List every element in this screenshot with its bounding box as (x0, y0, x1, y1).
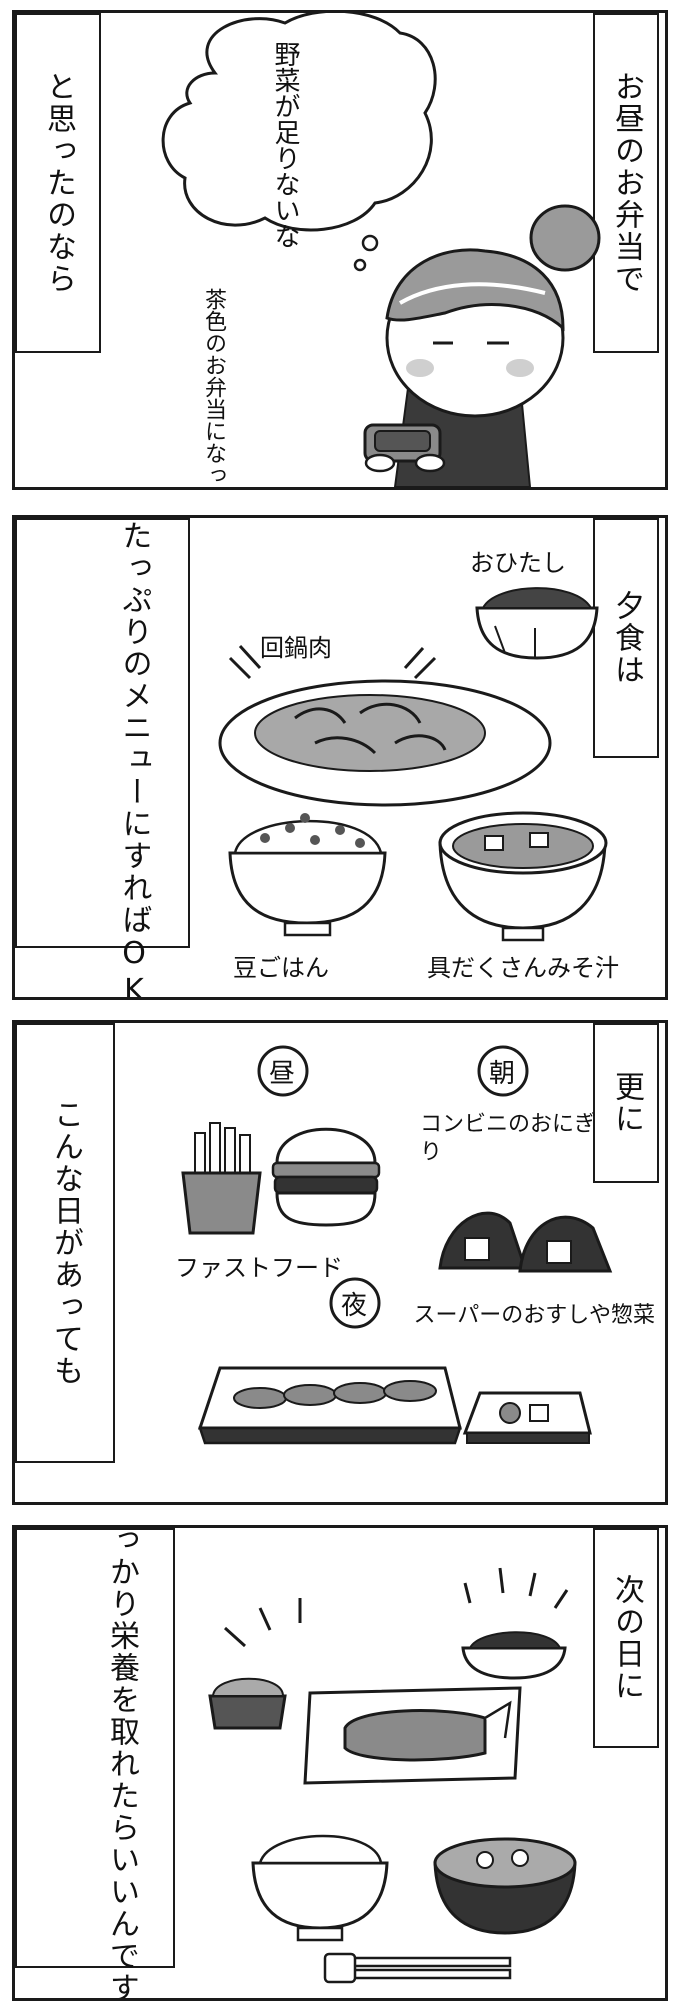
narration-box-left: と思ったのなら (15, 13, 101, 353)
fries-icon (181, 1122, 262, 1235)
hiru-circle (257, 1045, 309, 1097)
panel-1: お昼のお弁当で と思ったのなら (12, 10, 668, 490)
sozai-tray-icon (462, 1391, 592, 1444)
label-misoshiru: 具だくさんみそ汁 (427, 954, 619, 982)
narration-text: 更に (609, 1071, 644, 1135)
label-yoru: 夜 (341, 1291, 368, 1321)
narration-box-right: 更に (593, 1023, 659, 1183)
yoru-circle (329, 1277, 381, 1329)
narration-text: こんな日があっても (48, 1099, 83, 1387)
panel-3-art (181, 1045, 613, 1445)
narration-box-left: こんな日があっても (15, 1023, 115, 1463)
panel-4: 次の日に しっかり栄養を取れたらいいんです (12, 1525, 668, 2001)
sushi-tray-icon (197, 1366, 462, 1445)
narration-box-right: 夕食は (593, 518, 659, 758)
narration-text: お昼のお弁当で (609, 71, 644, 295)
narration-text: 次の日に (609, 1574, 644, 1702)
rice-bowl (251, 1861, 389, 1930)
side-dish-bowl (461, 1646, 567, 1680)
narration-text: 野菜たっぷりのメニューにすればOK (116, 515, 152, 1000)
label-fastfood: ファストフード (175, 1254, 343, 1282)
label-sushi: スーパーのおすしや惣菜 (413, 1303, 655, 1328)
chopsticks-icon (323, 1952, 512, 1984)
panel-4-art (208, 1567, 577, 1984)
narration-text: と思ったのなら (41, 71, 76, 295)
narration-box-left: しっかり栄養を取れたらいいんです (15, 1528, 175, 1998)
narration-text: しっかり栄養を取れたらいいんです (104, 1525, 139, 2001)
small-bowl (208, 1694, 287, 1730)
label-onigiri: コンビニのおにぎり (420, 1112, 597, 1165)
asa-circle (477, 1045, 529, 1097)
panel-1-art (161, 13, 601, 487)
label-hoikoro: 回鍋肉 (260, 634, 332, 662)
burger-icon (271, 1127, 381, 1227)
thought-bubble (161, 13, 437, 232)
narration-box-right: 次の日に (593, 1528, 659, 1748)
thought-text: 野菜が足りないな (270, 41, 300, 249)
label-asa: 朝 (489, 1059, 516, 1089)
label-hiru: 昼 (269, 1059, 296, 1089)
panel-2: 夕食は 野菜たっぷりのメニューにすればOK (12, 515, 668, 1000)
bento-note: 茶色のお弁当になってもうた (201, 288, 226, 490)
hair-bun (529, 204, 601, 272)
panel-2-art (218, 587, 608, 942)
panel-3: 更に こんな日があっても (12, 1020, 668, 1505)
ohitashi-bowl (475, 606, 599, 660)
onigiri-icon (438, 1211, 613, 1273)
narration-text: 夕食は (609, 590, 644, 686)
label-mamegohan: 豆ごはん (233, 954, 329, 982)
narration-box-right: お昼のお弁当で (593, 13, 659, 353)
narration-box-left: 野菜たっぷりのメニューにすればOK (15, 518, 190, 997)
label-ohitashi: おひたし (470, 549, 566, 577)
mamegohan-bowl (228, 851, 387, 925)
